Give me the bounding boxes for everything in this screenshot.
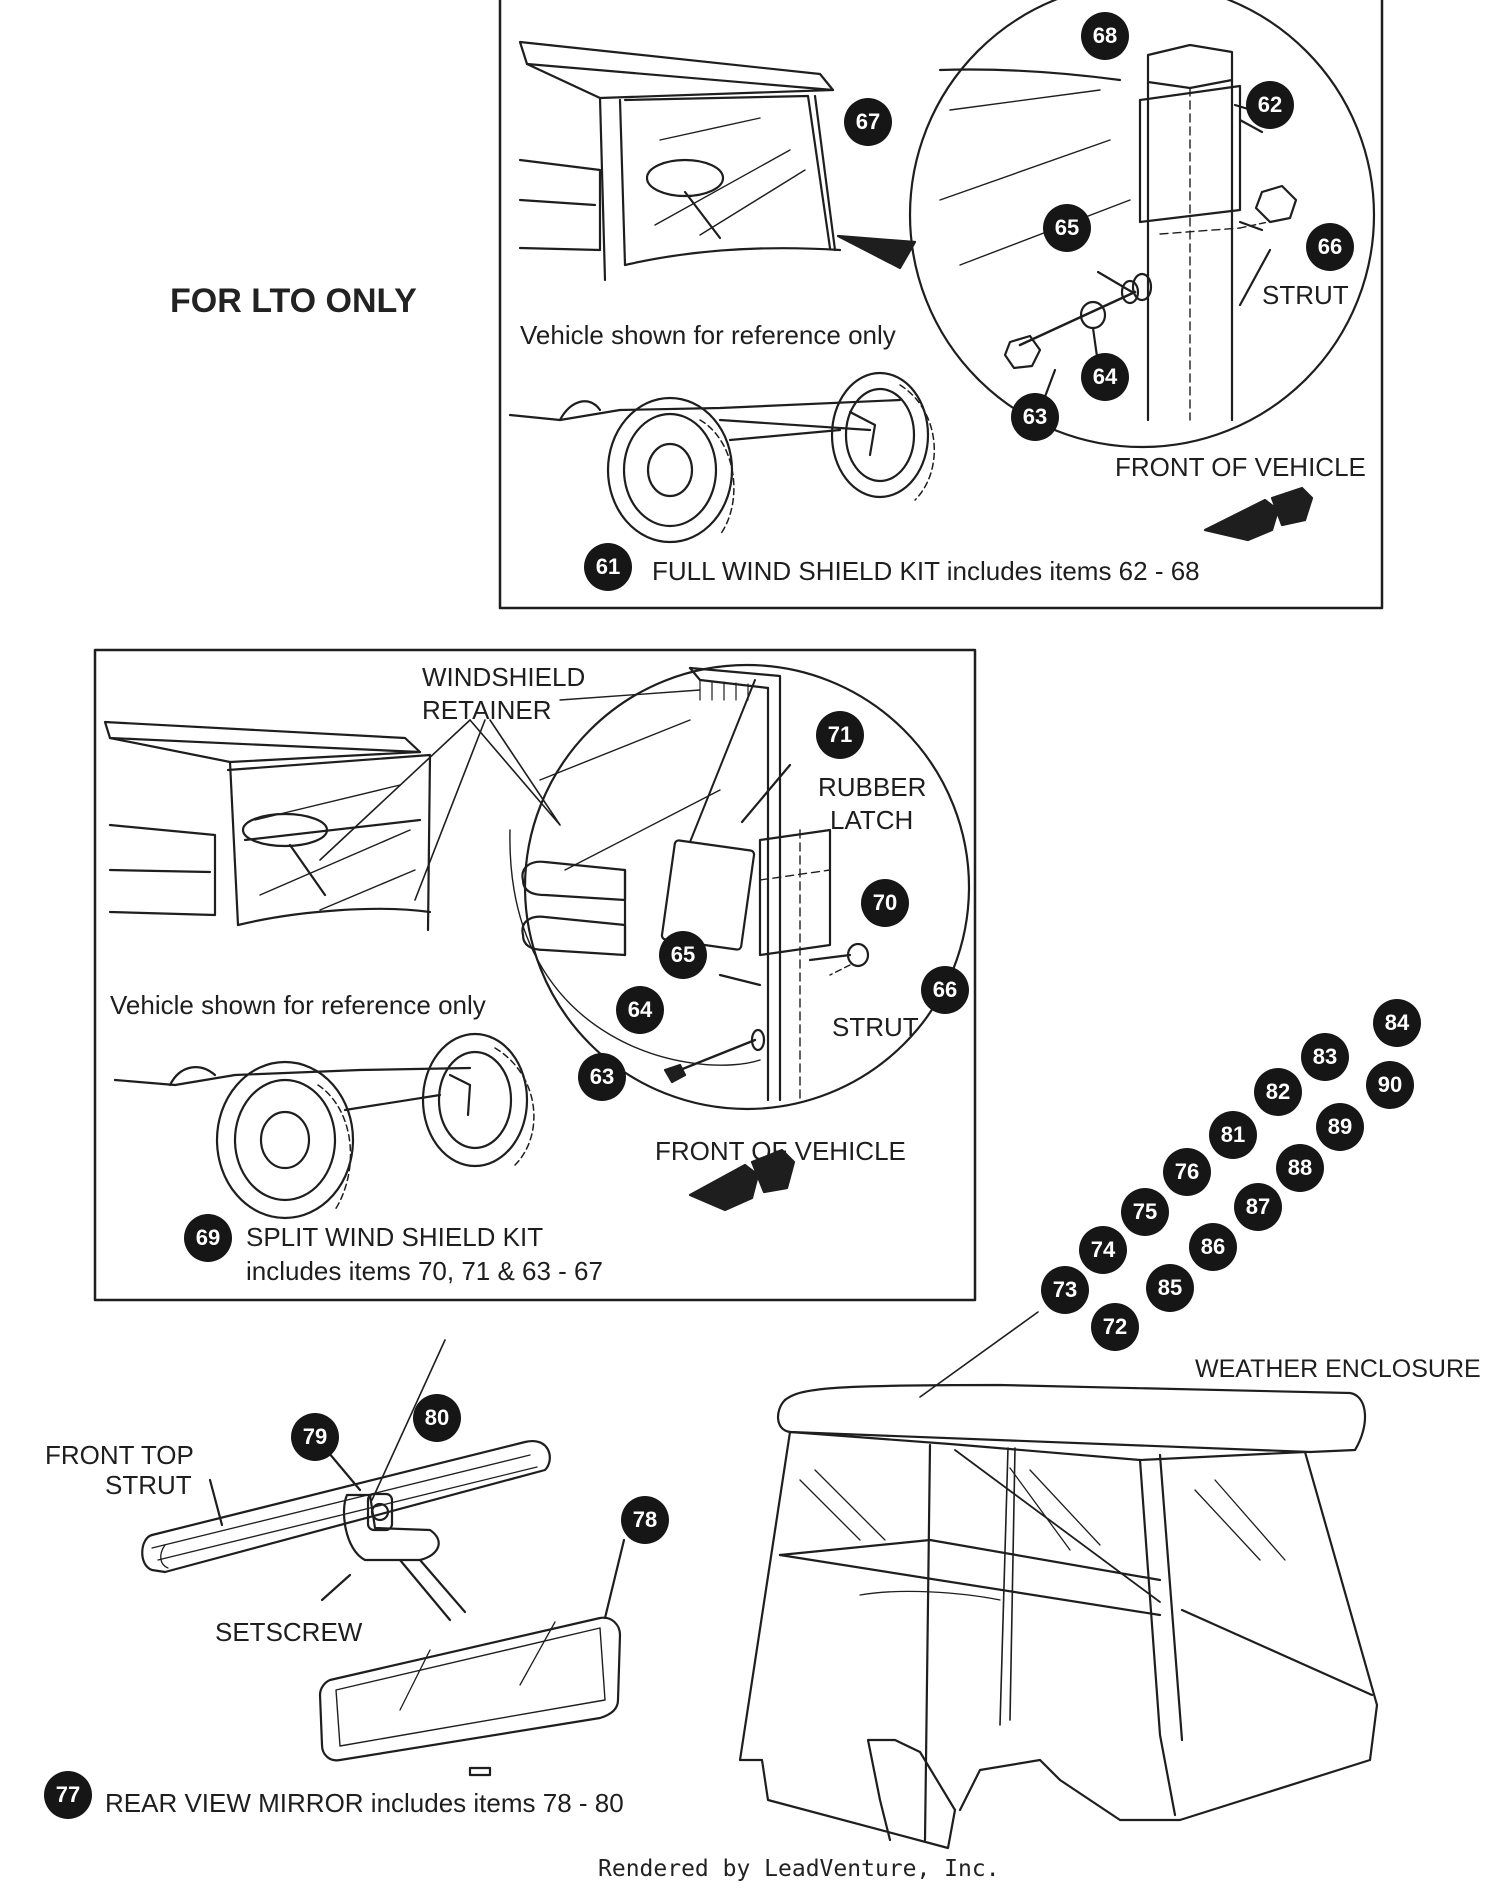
split-windshield-front-label: FRONT OF VEHICLE [655,1136,906,1166]
callout-74: 74 [1079,1226,1127,1274]
full-windshield-panel [498,0,1384,610]
split-windshield-kit-description-line1: SPLIT WIND SHIELD KIT [246,1222,544,1252]
callout-64-split: 64 [616,986,664,1034]
callout-90: 90 [1366,1061,1414,1109]
callout-66-split: 66 [921,966,969,1014]
split-windshield-strut-label: STRUT [832,1012,919,1042]
full-windshield-cart-drawing [508,40,935,544]
callout-79: 79 [291,1413,339,1461]
callout-68: 68 [1081,12,1129,60]
callout-73: 73 [1041,1266,1089,1314]
callout-65-full: 65 [1043,204,1091,252]
callout-81: 81 [1209,1111,1257,1159]
callout-63-split: 63 [578,1053,626,1101]
callout-62: 62 [1246,81,1294,129]
callout-67: 67 [844,98,892,146]
split-windshield-kit-description-line2: includes items 70, 71 & 63 - 67 [246,1256,603,1286]
footer-credit: Rendered by LeadVenture, Inc. [598,1856,1000,1882]
callout-85: 85 [1146,1264,1194,1312]
callout-63-full: 63 [1011,393,1059,441]
full-windshield-strut-label: STRUT [1262,280,1349,310]
callout-77-kit: 77 [44,1771,92,1819]
callout-69-kit: 69 [184,1214,232,1262]
mirror-kit-description: REAR VIEW MIRROR includes items 78 - 80 [105,1788,624,1818]
rubber-latch-label-line1: RUBBER [818,772,927,802]
full-windshield-kit-description: FULL WIND SHIELD KIT includes items 62 -… [652,556,1200,586]
windshield-retainer-label-line2: RETAINER [422,695,552,725]
callout-83: 83 [1301,1033,1349,1081]
split-windshield-panel [93,648,977,1302]
callout-75: 75 [1121,1188,1169,1236]
front-top-strut-label-line1: FRONT TOP [45,1440,194,1470]
full-windshield-detail-drawing [938,43,1298,422]
split-windshield-front-arrow-icon [688,1148,796,1212]
weather-enclosure-label: WEATHER ENCLOSURE [1195,1355,1481,1383]
weather-enclosure-drawing [738,1311,1379,1850]
callout-86: 86 [1189,1223,1237,1271]
callout-87: 87 [1234,1183,1282,1231]
callout-76: 76 [1163,1148,1211,1196]
lto-only-label: FOR LTO ONLY [170,282,417,320]
callout-61-kit: 61 [584,543,632,591]
setscrew-label: SETSCREW [215,1617,363,1647]
split-windshield-reference-note: Vehicle shown for reference only [110,990,486,1020]
callout-64-full: 64 [1081,353,1129,401]
windshield-retainer-label-line1: WINDSHIELD [422,662,586,692]
split-windshield-cart-drawing [103,719,535,1220]
rear-view-mirror-drawing [141,1339,626,1777]
full-windshield-detail-circle [908,0,1376,449]
callout-65-split: 65 [659,931,707,979]
callout-66-full: 66 [1306,223,1354,271]
split-windshield-detail-drawing [469,666,870,1102]
front-top-strut-label-line2: STRUT [105,1470,192,1500]
rubber-latch-label-line2: LATCH [830,805,914,835]
callout-72: 72 [1091,1303,1139,1351]
callout-84: 84 [1373,999,1421,1047]
callout-82: 82 [1254,1068,1302,1116]
full-windshield-front-label: FRONT OF VEHICLE [1115,452,1366,482]
full-windshield-reference-note: Vehicle shown for reference only [520,320,896,350]
callout-71: 71 [816,711,864,759]
callout-89: 89 [1316,1103,1364,1151]
full-windshield-front-arrow-icon [1203,486,1314,542]
callout-70: 70 [861,879,909,927]
callout-78: 78 [621,1496,669,1544]
callout-80: 80 [413,1394,461,1442]
callout-88: 88 [1276,1144,1324,1192]
